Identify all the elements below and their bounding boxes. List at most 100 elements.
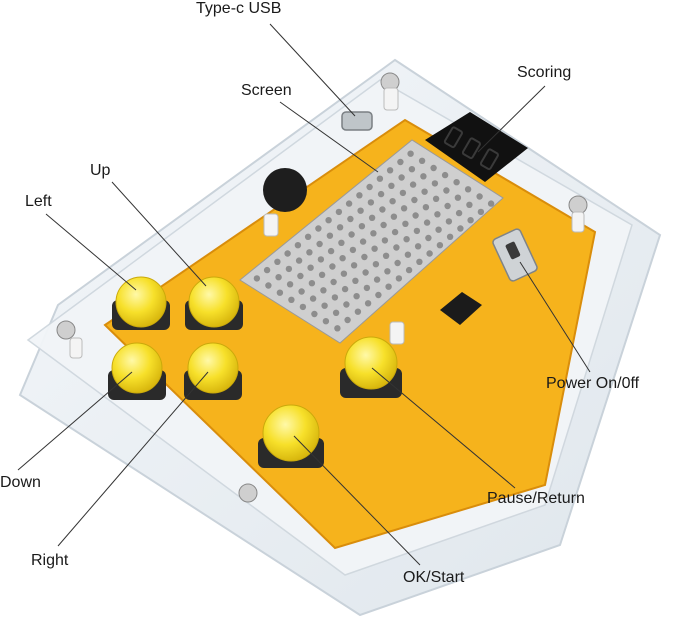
label-left: Left xyxy=(25,193,52,210)
led-dot xyxy=(408,166,416,173)
led-dot xyxy=(466,201,473,208)
led-dot xyxy=(426,250,433,257)
led-dot xyxy=(327,247,335,255)
led-dot xyxy=(455,209,463,217)
led-dot xyxy=(343,301,350,308)
led-dot xyxy=(356,192,363,199)
led-dot xyxy=(425,234,432,242)
led-dot xyxy=(411,196,418,204)
led-dot xyxy=(432,195,440,202)
led-dot xyxy=(284,250,291,257)
power-switch-knob xyxy=(505,241,521,260)
led-dot xyxy=(476,193,483,200)
led-dot xyxy=(381,237,389,244)
led-dot xyxy=(359,238,367,245)
label-up: Up xyxy=(90,162,111,179)
led-dot xyxy=(385,283,392,290)
led-dot xyxy=(370,230,377,237)
led-dot xyxy=(395,275,403,282)
led-dot xyxy=(358,223,366,230)
led-dot xyxy=(307,264,314,271)
led-dot xyxy=(397,158,404,166)
led-dot xyxy=(309,295,317,302)
led-dot xyxy=(332,309,340,316)
led-dot xyxy=(386,167,394,174)
led-dot xyxy=(364,300,372,307)
led-dot xyxy=(275,274,282,281)
led-dot xyxy=(347,215,354,223)
led-dot xyxy=(321,302,328,309)
led-dot xyxy=(368,214,376,221)
led-dot xyxy=(477,208,485,216)
led-dot xyxy=(423,219,431,226)
label-scoring: Scoring xyxy=(517,64,572,81)
led-dot xyxy=(389,198,396,205)
led-matrix-screen xyxy=(239,139,504,344)
led-dot xyxy=(435,226,442,233)
led-dot xyxy=(350,262,358,269)
led-dot xyxy=(394,259,401,267)
led-dot xyxy=(315,225,322,232)
led-dot xyxy=(464,186,472,193)
led-dot xyxy=(454,194,462,201)
led-dot xyxy=(357,207,364,214)
led-dot xyxy=(418,157,426,164)
led-dot xyxy=(407,150,414,157)
led-dot xyxy=(263,266,271,274)
led-dot xyxy=(325,217,332,224)
label-type-c-usb: Type-c USB xyxy=(196,0,282,17)
led-dot xyxy=(341,285,349,293)
led-dot xyxy=(441,171,449,179)
led-dot xyxy=(402,220,409,227)
led-dot xyxy=(380,221,387,229)
led-dot xyxy=(349,246,357,254)
led-dot xyxy=(431,180,439,187)
label-power: Power On/0ff xyxy=(546,375,640,392)
led-dot-grid xyxy=(253,150,495,332)
led-dot xyxy=(412,212,419,219)
led-dot xyxy=(345,200,353,207)
led-dot xyxy=(336,224,344,231)
led-dot xyxy=(316,240,323,248)
led-dot xyxy=(352,277,359,284)
led-dot xyxy=(372,261,380,268)
label-down: Down xyxy=(0,474,41,491)
led-dot xyxy=(399,189,407,197)
screw-icon xyxy=(56,72,588,503)
led-dot xyxy=(422,204,430,211)
led-dot xyxy=(317,256,325,263)
led-dot xyxy=(445,218,453,225)
led-dot xyxy=(338,239,345,246)
led-dot xyxy=(288,296,295,303)
led-dot xyxy=(390,213,398,220)
led-dot xyxy=(335,208,343,216)
led-dot xyxy=(443,187,450,194)
microcontroller-chip xyxy=(440,292,482,325)
button-pause xyxy=(340,336,402,398)
led-dot xyxy=(285,265,293,273)
led-dot xyxy=(400,205,408,212)
led-dot xyxy=(320,287,327,294)
led-dot xyxy=(295,257,303,264)
led-dot xyxy=(398,174,405,181)
callout-lines xyxy=(17,23,591,566)
led-dot xyxy=(467,217,474,224)
led-dot xyxy=(326,232,334,239)
led-dot xyxy=(430,164,437,172)
led-dot xyxy=(363,284,371,292)
led-dot xyxy=(274,258,281,265)
led-dot xyxy=(453,179,460,186)
led-dot xyxy=(420,173,427,180)
led-dot xyxy=(339,255,346,262)
led-dot xyxy=(344,316,351,324)
led-dot xyxy=(371,245,378,252)
led-dot xyxy=(299,303,307,311)
led-dot xyxy=(304,233,312,240)
led-dot xyxy=(409,181,417,188)
led-dot xyxy=(382,252,390,259)
led-dot xyxy=(391,228,399,236)
led-dot xyxy=(487,200,495,207)
label-pause-return: Pause/Return xyxy=(487,490,585,507)
led-dot xyxy=(405,266,413,274)
